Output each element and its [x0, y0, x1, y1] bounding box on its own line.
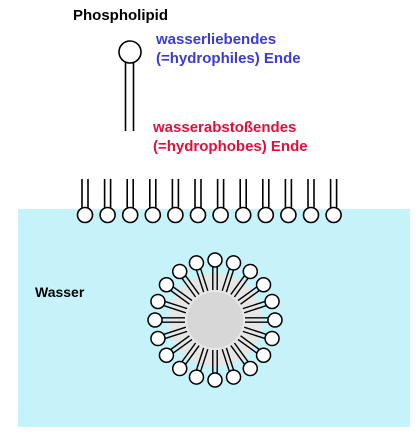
monolayer-head [167, 206, 184, 224]
micelle-tail [181, 278, 197, 298]
single-phospholipid [118, 40, 142, 131]
micelle-head [158, 347, 175, 364]
micelle-head [158, 276, 175, 293]
hydrophobic-label: wasserabstoßendes (=hydrophobes) Ende [153, 118, 308, 156]
micelle-head [225, 369, 242, 385]
hydrophilic-label: wasserliebendes (=hydrophiles) Ende [156, 30, 301, 68]
micelle-head [264, 293, 280, 310]
micelle-tail [230, 275, 245, 295]
micelle-head [150, 293, 166, 310]
monolayer-head [189, 206, 207, 224]
monolayer-head [257, 206, 275, 224]
monolayer-head [302, 206, 320, 224]
micelle-head [171, 263, 188, 280]
micelle-head [207, 372, 223, 388]
micelle-tail [173, 286, 193, 302]
micelle-tail [170, 290, 190, 305]
micelle-tail [233, 342, 249, 362]
micelle-tail [233, 278, 249, 298]
monolayer-head [325, 206, 342, 224]
micelle-tail [240, 290, 260, 305]
monolayer-head [280, 206, 297, 224]
monolayer-head [99, 206, 116, 224]
micelle-tail [225, 347, 235, 370]
water-label: Wasser [35, 284, 85, 300]
micelle-head [242, 360, 259, 377]
micelle-head [242, 263, 259, 280]
micelle-tail [185, 345, 200, 365]
hydrophilic-label-line1: wasserliebendes [156, 31, 277, 48]
phospholipid-head [118, 40, 142, 64]
micelle-head [171, 360, 188, 377]
hydrophilic-label-line2: (=hydrophiles) Ende [156, 50, 301, 67]
micelle-tail [243, 326, 267, 335]
micelle-tail [165, 330, 188, 340]
micelle-tail [242, 330, 265, 340]
micelle-tail [242, 300, 265, 310]
micelle-tail [195, 270, 205, 293]
micelle-tail [165, 300, 188, 310]
micelle-head [267, 312, 283, 328]
monolayer-head [144, 206, 162, 224]
micelle-tail [230, 345, 245, 365]
micelle-tail [195, 347, 205, 370]
micelle-tail [163, 305, 187, 314]
hydrophobic-label-line2: (=hydrophobes) Ende [153, 138, 308, 155]
micelle-tail [225, 270, 235, 293]
monolayer-head [121, 206, 139, 224]
micelle-head [255, 347, 272, 364]
monolayer-head [76, 206, 94, 224]
micelle-head [255, 276, 272, 293]
micelle-head [225, 255, 242, 271]
micelle-head [207, 252, 223, 268]
micelle-tail [221, 348, 230, 372]
monolayer [76, 179, 342, 224]
micelle-head [147, 312, 163, 328]
micelle-tail [221, 268, 230, 292]
micelle-core [187, 292, 243, 348]
micelle-tail [200, 268, 209, 292]
micelle-head [264, 330, 280, 347]
micelle-tail [237, 338, 257, 354]
micelle-tail [240, 335, 260, 350]
hydrophobic-label-line1: wasserabstoßendes [153, 119, 297, 136]
monolayer-head [212, 206, 229, 224]
micelle-tail [200, 348, 209, 372]
micelle-tail [173, 338, 193, 354]
micelle-head [188, 255, 205, 271]
micelle-tail [243, 305, 267, 314]
micelle-head [188, 369, 205, 385]
monolayer-head [234, 206, 252, 224]
micelle-tail [163, 326, 187, 335]
diagram-title: Phospholipid [73, 7, 168, 24]
micelle-tail [181, 342, 197, 362]
micelle-tail [170, 335, 190, 350]
micelle [147, 252, 283, 388]
micelle-tail [185, 275, 200, 295]
micelle-tail [237, 286, 257, 302]
micelle-head [150, 330, 166, 347]
